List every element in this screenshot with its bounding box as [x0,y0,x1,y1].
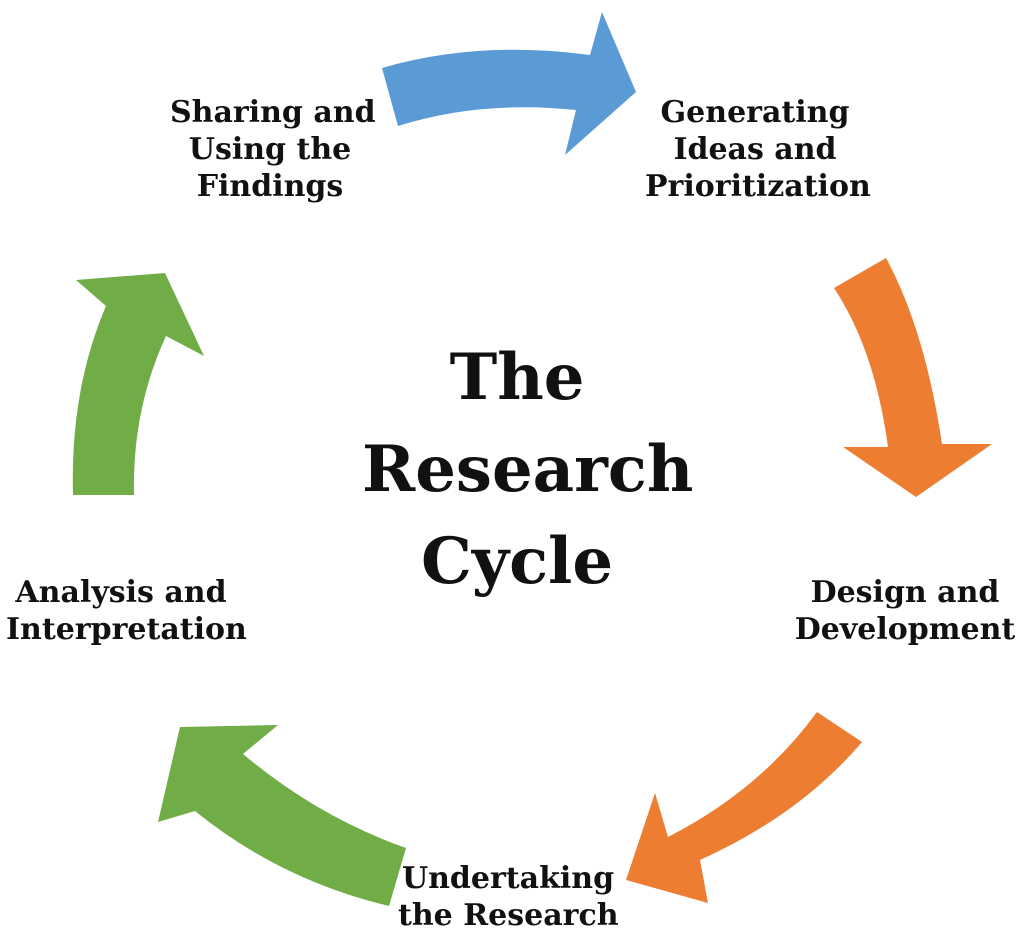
stage-label-line: the Research [398,898,619,933]
arrow-generating-to-design [834,258,992,497]
stage-label-line: Findings [196,169,344,204]
stage-label-line: Generating [660,95,850,130]
stage-design-and-development: Design and Development [790,574,1020,648]
stage-sharing-and-using-findings: Sharing and Using the Findings [170,94,376,205]
stage-label-line: Interpretation [6,612,247,647]
stage-undertaking-research: Undertaking the Research [398,860,619,934]
title-line-3: Cycle [420,524,614,599]
arrow-analysis-to-sharing [72,273,205,495]
stage-label-line: Ideas and [673,132,837,167]
title-line-2: Research [362,432,694,507]
arrow-sharing-to-generating [382,12,636,155]
stage-label-line: Design and [810,575,1000,610]
stage-label-line: Undertaking [401,861,615,896]
arrow-undertaking-to-analysis [158,725,406,906]
stage-label-line: Using the [188,132,352,167]
diagram-title: The Research Cycle [362,332,694,608]
stage-analysis-and-interpretation: Analysis and Interpretation [6,574,247,648]
stage-label-line: Development [794,612,1016,647]
title-line-1: The [449,340,585,415]
stage-label-line: Analysis and [15,575,227,610]
arrow-design-to-undertaking [626,712,862,903]
stage-generating-ideas: Generating Ideas and Prioritization [645,94,871,205]
stage-label-line: Prioritization [645,169,871,204]
stage-label-line: Sharing and [170,95,376,130]
